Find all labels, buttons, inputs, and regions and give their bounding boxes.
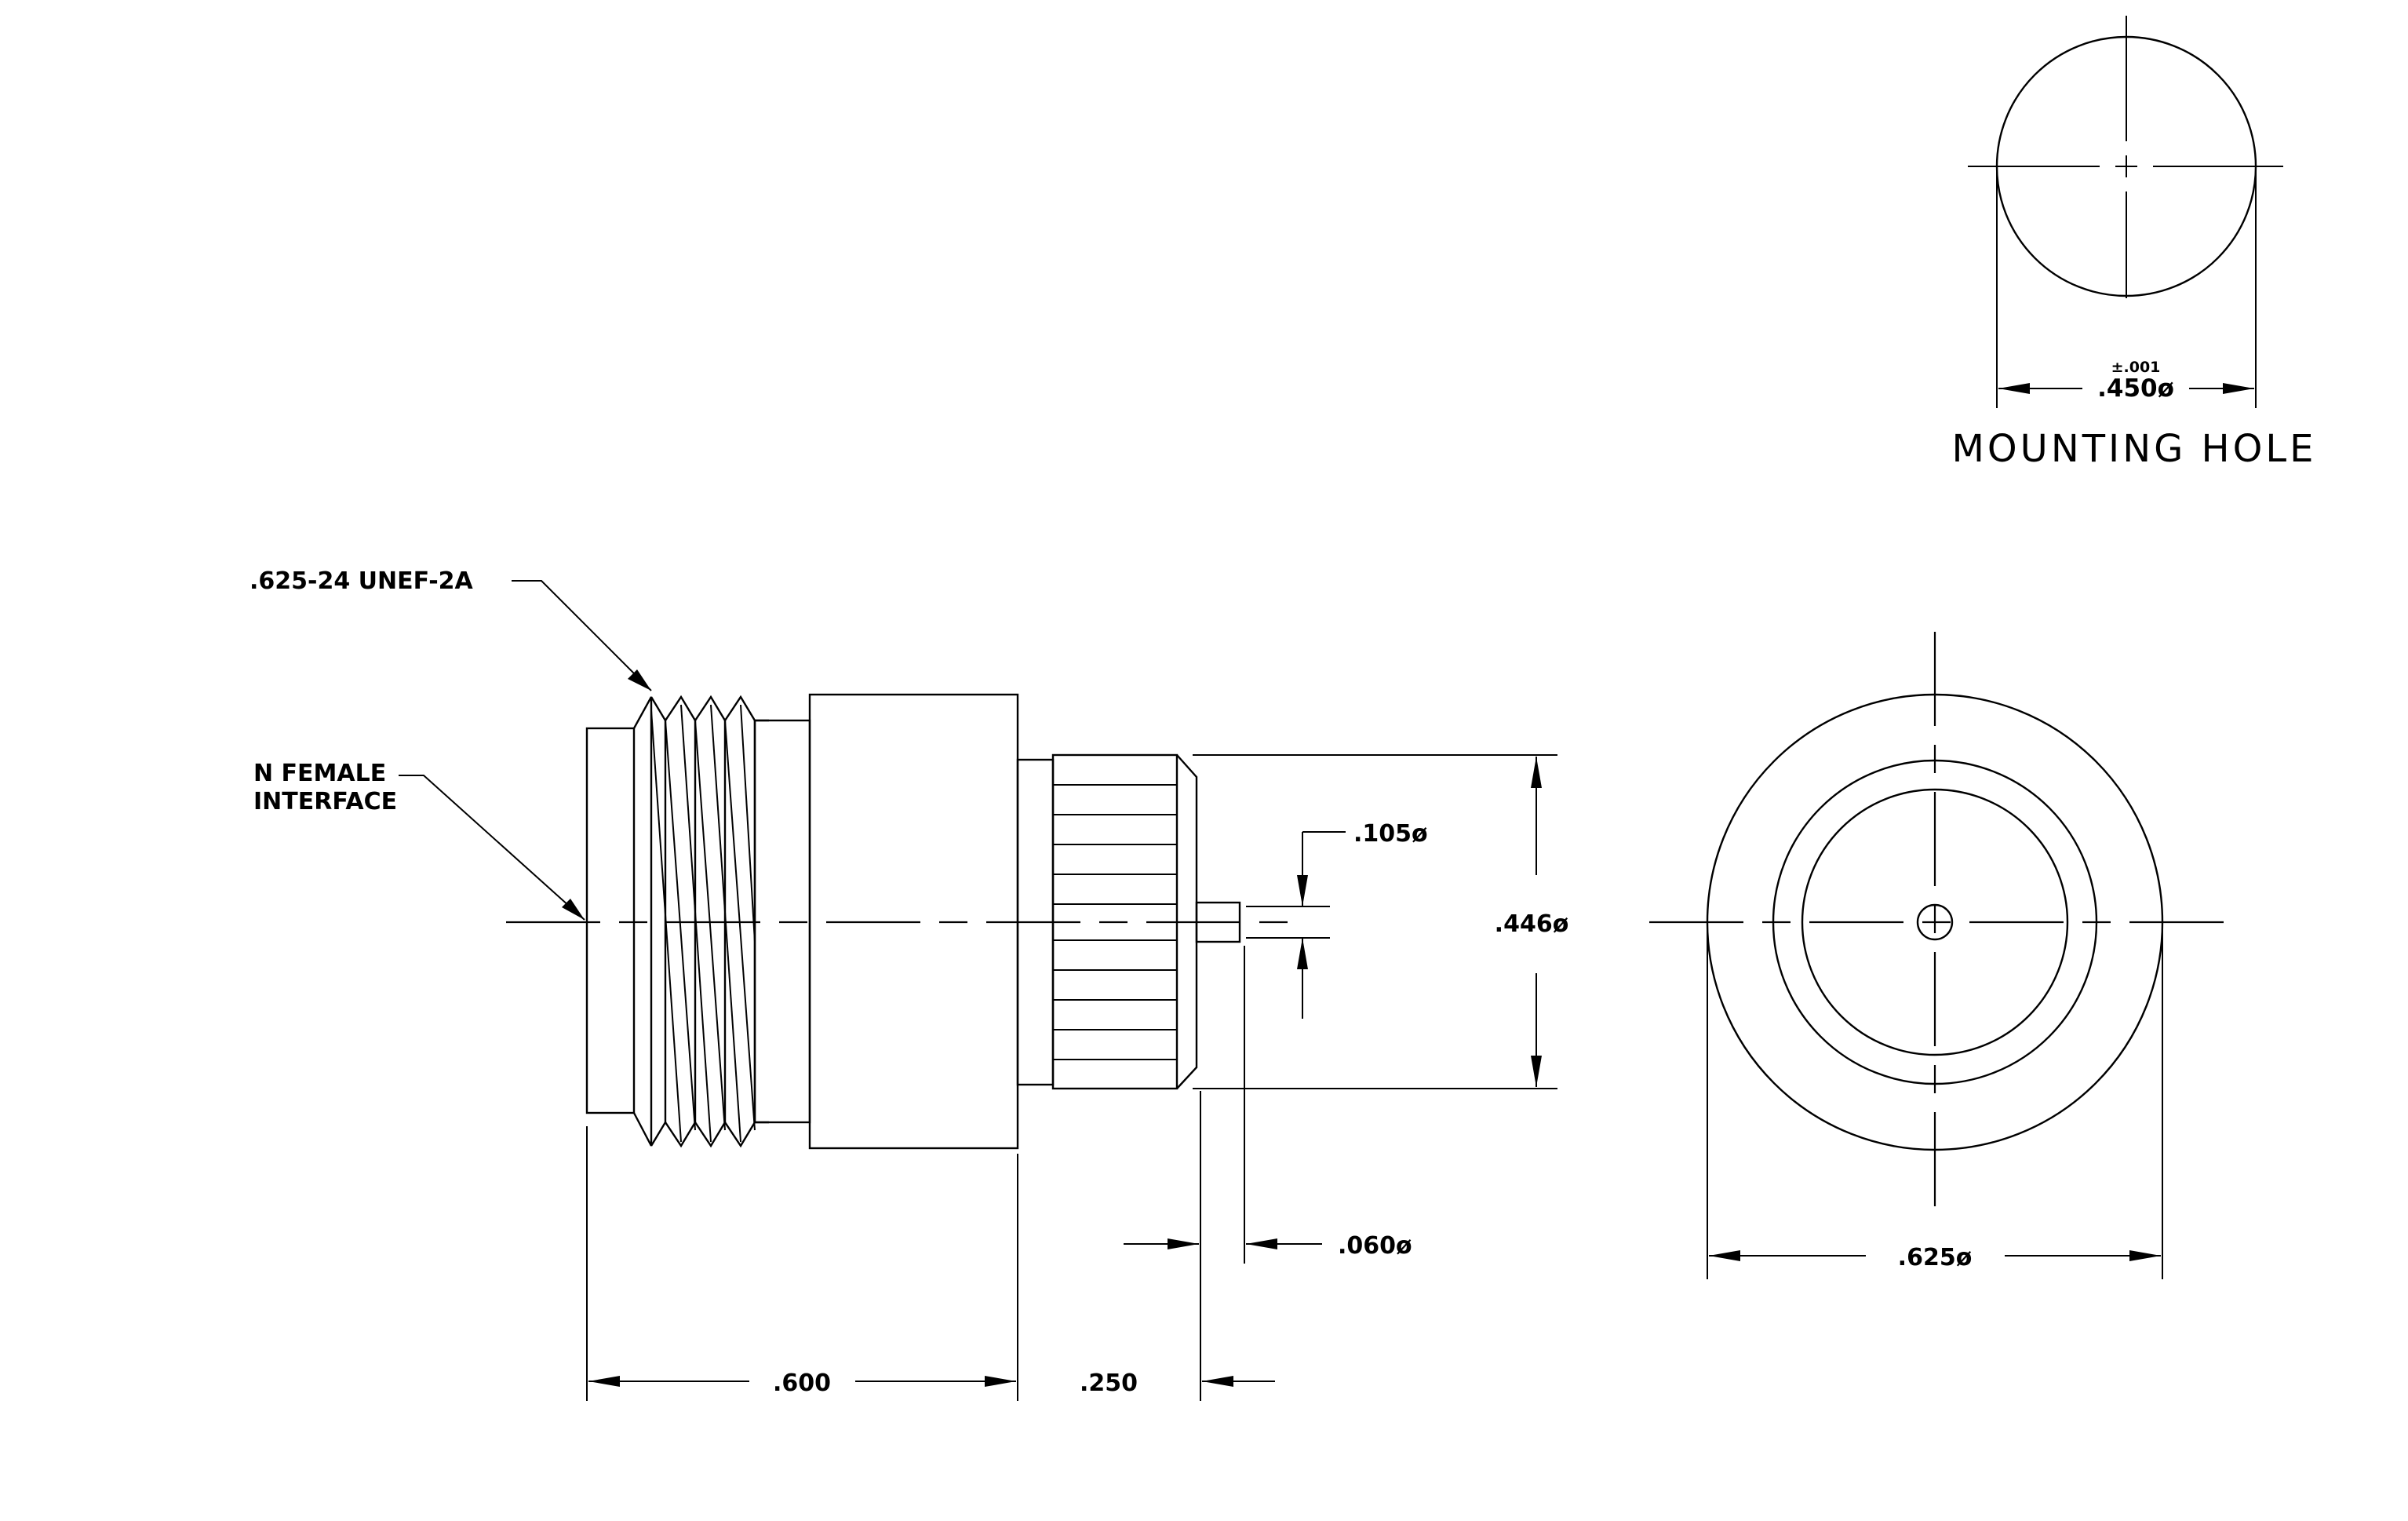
thread-crests — [650, 695, 769, 723]
connector-end-view: .625ø — [1649, 632, 2228, 1279]
thread-callout: .625-24 UNEF-2A — [250, 567, 474, 595]
mounting-hole-tolerance: ±.001 — [2111, 359, 2161, 376]
knurled-nut — [1051, 753, 1178, 1090]
interface-callout-line2: INTERFACE — [253, 788, 397, 815]
mounting-hole-caption: MOUNTING HOLE — [1951, 427, 2316, 471]
flange-diameter-label: .625ø — [1898, 1244, 1973, 1271]
body-diameter-label: .446ø — [1495, 910, 1569, 938]
connector-side-view: .625-24 UNEF-2A N FEMALE INTERFACE .105ø… — [250, 567, 1568, 1401]
interface-callout-line1: N FEMALE — [253, 760, 386, 787]
mounting-hole-diameter-label: .450ø — [2097, 374, 2174, 403]
pin-length-label: .060ø — [1338, 1232, 1412, 1260]
mounting-hole-view: ±.001 .450ø MOUNTING HOLE — [1951, 16, 2316, 471]
inner-circle — [1801, 788, 2069, 1056]
front-flange — [585, 727, 636, 1114]
middle-circle — [1772, 759, 2098, 1085]
thread-roots — [650, 1120, 769, 1148]
pin-diameter-label: .105ø — [1353, 820, 1428, 848]
center-contact-circle — [1916, 903, 1954, 941]
center-pin — [1195, 901, 1241, 943]
body-length-label: .600 — [773, 1370, 831, 1397]
tail-length-label: .250 — [1080, 1370, 1138, 1397]
